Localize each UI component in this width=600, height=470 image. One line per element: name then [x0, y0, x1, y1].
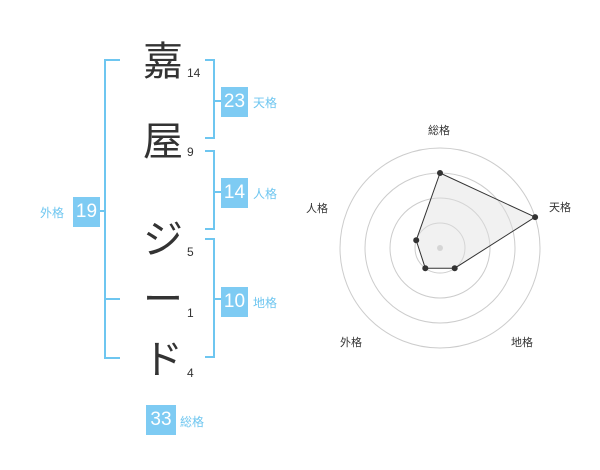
- radar-point-3: [451, 265, 458, 272]
- jinkaku-bracket: [205, 150, 215, 230]
- jinkaku-value-badge: 14: [221, 178, 248, 208]
- name-char-5: ド: [143, 337, 183, 383]
- name-char-2: 屋: [143, 119, 183, 165]
- chikaku-value-badge: 10: [221, 287, 248, 317]
- jinkaku-connector: [213, 191, 221, 193]
- stroke-count-1: 14: [187, 66, 201, 80]
- radar-ring: [414, 222, 466, 274]
- tenkaku-bracket: [205, 59, 215, 139]
- gaikaku-label: 外格: [40, 206, 65, 220]
- gaikaku-split-tick: [104, 298, 120, 300]
- radar-point-5: [413, 237, 420, 244]
- jinkaku-label: 人格: [253, 187, 278, 201]
- gaikaku-connector: [98, 210, 106, 212]
- name-char-4: ー: [143, 277, 183, 323]
- radar-shape: [415, 172, 537, 269]
- name-char-3: ジ: [143, 217, 183, 263]
- tenkaku-label: 天格: [253, 96, 278, 110]
- radar-axis-label-chikaku: 地格: [511, 336, 533, 349]
- radar-axis-label-jinkaku: 人格: [306, 202, 328, 215]
- radar-axis-label-soukaku: 総格: [428, 124, 450, 137]
- radar-ring: [389, 197, 491, 299]
- radar-axis-label-gaikaku: 外格: [340, 336, 362, 349]
- gaikaku-bracket: [104, 59, 120, 359]
- stroke-count-4: 1: [187, 306, 194, 320]
- radar-points: [413, 170, 539, 272]
- gaikaku-value-badge: 19: [73, 197, 100, 227]
- radar-point-2: [532, 214, 539, 221]
- stroke-count-5: 4: [187, 366, 194, 380]
- chikaku-connector: [213, 298, 221, 300]
- soukaku-value-badge: 33: [146, 405, 176, 435]
- chikaku-label: 地格: [253, 296, 278, 310]
- name-char-1: 嘉: [143, 39, 183, 85]
- stroke-count-2: 9: [187, 145, 194, 159]
- stroke-count-3: 5: [187, 245, 194, 259]
- radar-rings: [339, 147, 541, 349]
- radar-center: [437, 245, 443, 251]
- radar-axis-label-tenkaku: 天格: [549, 201, 571, 214]
- soukaku-label: 総格: [180, 415, 205, 429]
- tenkaku-value-badge: 23: [221, 87, 248, 117]
- tenkaku-connector: [213, 100, 221, 102]
- radar-ring: [339, 147, 541, 349]
- radar-point-4: [422, 265, 429, 272]
- radar-point-1: [437, 170, 443, 176]
